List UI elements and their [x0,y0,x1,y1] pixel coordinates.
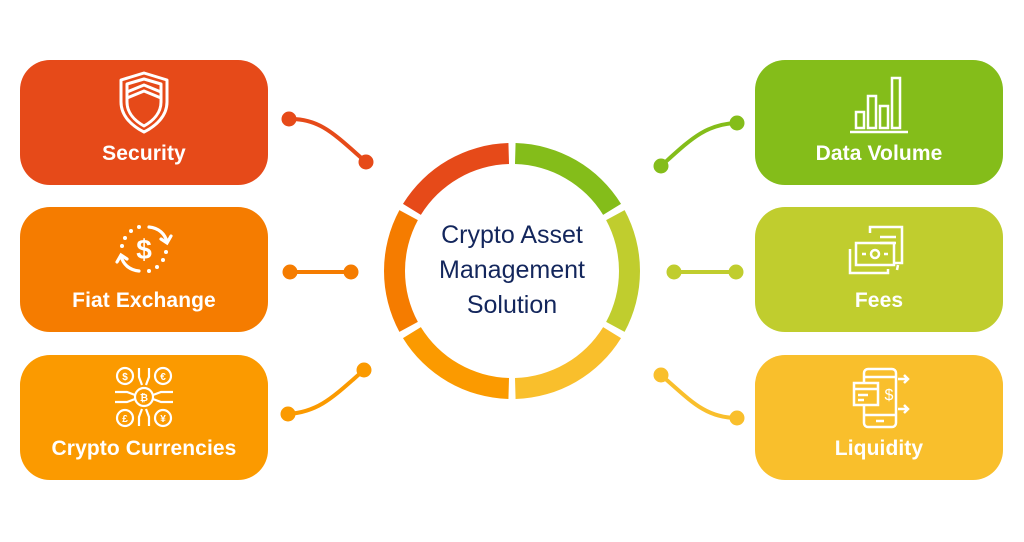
shield-icon [119,71,169,134]
card-label: Data Volume [815,142,943,165]
svg-text:¥: ¥ [160,414,166,425]
card-label: Crypto Currencies [51,437,237,460]
card-fees: Fees [755,207,1003,332]
crypto-network-icon: $ € £ ¥ ₿ [115,366,173,428]
ring-segment-data-volume [514,143,622,215]
ring-segment-fiat-exchange [383,210,418,332]
svg-text:$: $ [885,387,894,404]
card-fiat-exchange: $ Fiat Exchange [20,207,268,332]
card-label: Fiat Exchange [72,289,216,312]
banknotes-icon [848,225,904,275]
card-label: Security [102,142,186,165]
card-label: Liquidity [834,437,924,460]
mobile-payment-icon: $ [852,367,910,429]
ring-segment-crypto-currencies [402,327,510,399]
ring-segment-liquidity [514,327,622,399]
card-crypto-currencies: $ € £ ¥ ₿ Crypto Currencies [20,355,268,480]
ring-segment-security [402,143,510,215]
svg-text:$: $ [136,234,152,265]
svg-text:₿: ₿ [140,392,148,404]
card-security: Security [20,60,268,185]
ring-segment-fees [606,210,640,332]
connector-fees [666,264,744,280]
currency-exchange-icon: $ [115,225,173,273]
svg-text:$: $ [122,372,128,383]
card-label: Fees [854,289,904,312]
center-title-line-3: Solution [466,291,558,319]
connector-data-volume [653,115,745,174]
center-title-line-2: Management [439,256,585,284]
card-liquidity: $ Liquidity [755,355,1003,480]
center-title-line-1: Crypto Asset [441,221,583,249]
bar-chart-icon [850,76,908,134]
card-data-volume: Data Volume [755,60,1003,185]
svg-text:£: £ [122,414,128,425]
connector-security [281,111,374,170]
svg-text:€: € [160,372,166,383]
connector-liquidity [653,367,745,426]
connector-fiat-exchange [282,264,359,280]
center-title: Crypto Asset Management Solution [412,218,612,323]
connector-crypto-currencies [280,362,372,422]
